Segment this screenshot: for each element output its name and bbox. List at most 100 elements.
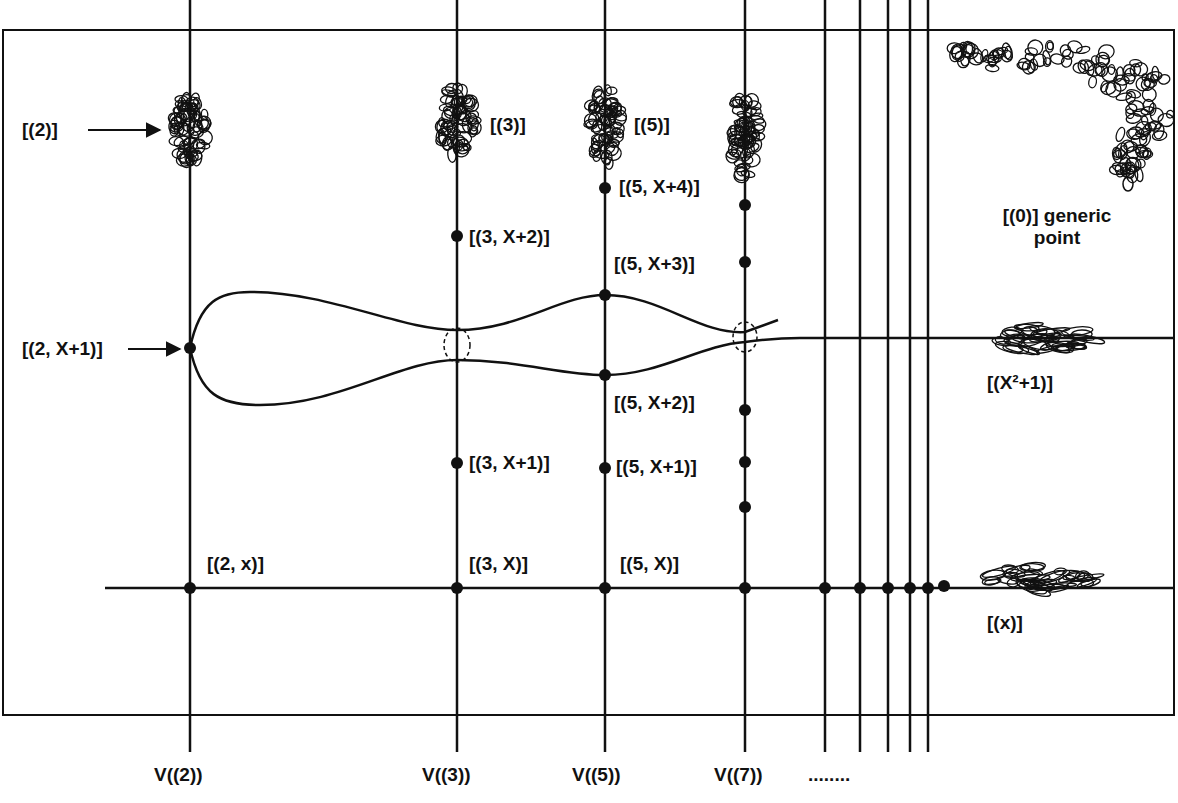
fibre-label: V((2)) xyxy=(152,764,205,786)
fibre-line xyxy=(887,0,890,752)
scribble-loop xyxy=(1060,55,1073,69)
point-label: [(X²+1)] xyxy=(985,372,1055,394)
point-dot xyxy=(184,582,196,594)
scribble-loop xyxy=(1088,76,1097,89)
point-dot xyxy=(451,582,463,594)
scribble-loop xyxy=(1077,59,1091,75)
scribble-loop xyxy=(599,141,616,156)
scribble-loop xyxy=(1046,340,1075,354)
scribble-loop xyxy=(1128,99,1146,113)
point-dot xyxy=(938,580,950,592)
scribble-loop xyxy=(589,104,601,114)
fibre-label: V((5)) xyxy=(570,764,623,786)
fibre-line xyxy=(927,0,930,752)
fibre-line xyxy=(909,0,912,752)
point-dot xyxy=(739,456,751,468)
scribble-loop xyxy=(1144,79,1157,88)
scribble-loop xyxy=(725,148,740,163)
scribble-loop xyxy=(1158,113,1175,127)
point-label: [(5)] xyxy=(632,114,672,136)
point-dot xyxy=(739,582,751,594)
scribble-loop xyxy=(1025,52,1035,61)
scribble-loop xyxy=(605,97,619,112)
fibre-lines xyxy=(190,0,928,752)
scribble-loop xyxy=(196,114,213,132)
scribble-loop xyxy=(1043,58,1051,67)
scribble-loop xyxy=(588,147,601,158)
scribble-loop xyxy=(982,576,1001,586)
scribble-loop xyxy=(445,83,458,94)
scribble-loop xyxy=(739,96,752,109)
fibre-label: ........ xyxy=(806,764,852,786)
scribble-loop xyxy=(608,101,623,114)
scribble-loop xyxy=(1005,572,1017,578)
scribble-loop xyxy=(1059,44,1071,57)
scribble-loop xyxy=(1017,344,1040,356)
pointer-arrow xyxy=(88,129,160,131)
scribble-loop xyxy=(984,54,1000,64)
point-dot xyxy=(739,404,751,416)
scribble-loop xyxy=(1021,563,1044,571)
point-label: [(3, X)] xyxy=(467,553,530,575)
point-label: [(x)] xyxy=(985,612,1025,634)
scribble-loop xyxy=(1125,90,1137,104)
scribble-loop xyxy=(1045,41,1053,53)
scribble-loop xyxy=(1152,66,1160,80)
point-dot xyxy=(451,230,463,242)
scribble-loop xyxy=(730,137,747,148)
scribble-loop xyxy=(1062,568,1093,583)
scribble-loop xyxy=(452,143,468,152)
scribble-loop xyxy=(1106,82,1121,97)
point-dot xyxy=(599,289,611,301)
generic-point-loop xyxy=(1123,177,1133,191)
scribble-loop xyxy=(737,111,752,119)
scribble-loop xyxy=(441,86,458,97)
scribble-loop xyxy=(1034,583,1064,591)
scribble-loop xyxy=(1108,64,1115,74)
scribble-loop xyxy=(960,41,974,58)
scribble-loop xyxy=(1061,325,1093,336)
scribble-loop xyxy=(178,125,194,137)
scribble-loop xyxy=(1072,62,1086,74)
scribble-loop xyxy=(734,162,751,173)
scribble-loop xyxy=(459,94,477,113)
point-label: [(0)] generic point xyxy=(980,205,1134,249)
fibre-label: V((3)) xyxy=(420,764,473,786)
point-label: [(5, X+4)] xyxy=(617,176,702,198)
scribble-loop xyxy=(1062,49,1074,60)
scribble-loop xyxy=(176,113,187,124)
scribble-loop xyxy=(183,109,192,125)
scribble-loop xyxy=(1021,60,1035,75)
frame xyxy=(3,30,1174,715)
scribble-loop xyxy=(726,151,741,160)
scribble-loop xyxy=(741,169,756,178)
scribble-loop xyxy=(1124,68,1135,84)
scribble-loop xyxy=(1148,103,1156,116)
point-label: [(2, X+1)] xyxy=(20,338,105,360)
scribble-loop xyxy=(606,87,617,95)
point-dot xyxy=(882,582,894,594)
point-label: [(2, x)] xyxy=(205,553,266,575)
scribble-loop xyxy=(588,101,599,112)
scribble-loop xyxy=(1076,45,1091,54)
scribble-loop xyxy=(995,336,1009,346)
scribble-loop xyxy=(604,125,614,140)
scribble-loop xyxy=(1141,116,1148,126)
scribble-loop xyxy=(196,118,211,130)
scribble-loop xyxy=(1016,578,1048,597)
point-label: [(5, X+1)] xyxy=(614,456,699,478)
point-dot xyxy=(904,582,916,594)
point-dot xyxy=(184,342,196,354)
point-label: [(3, X+1)] xyxy=(467,452,552,474)
point-dot xyxy=(599,582,611,594)
point-label: [(3, X+2)] xyxy=(467,226,552,248)
point-label: [(2)] xyxy=(20,119,60,141)
point-dot xyxy=(451,457,463,469)
scribble-loop xyxy=(1114,126,1126,142)
scribble-loop xyxy=(185,96,200,111)
point-label: [(3)] xyxy=(488,114,528,136)
scribble-loop xyxy=(442,137,452,151)
scribble-loop xyxy=(1001,42,1012,59)
scribble-loop xyxy=(750,114,765,125)
point-label: [(5, X)] xyxy=(618,553,681,575)
